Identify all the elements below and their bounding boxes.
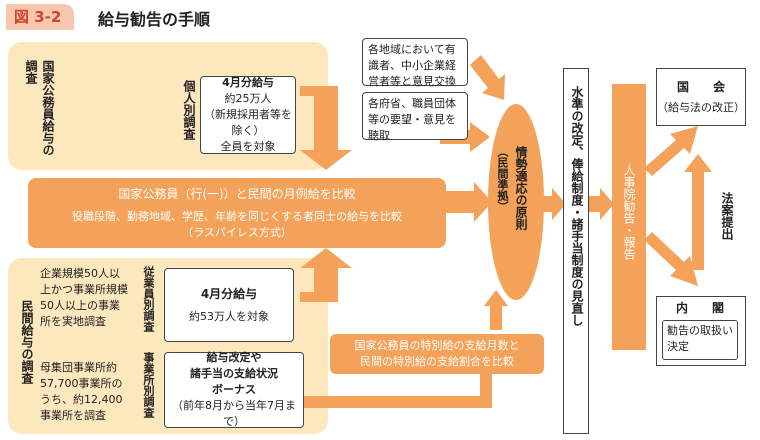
private-box2-line-2: 諸手当の支給状況 [190, 367, 278, 380]
arrow-national-down [300, 86, 352, 170]
arrow-principle-right [540, 188, 566, 220]
arrow-to-cabinet [644, 232, 698, 286]
national-survey-label: 国家公務員給与の調査 [24, 60, 55, 156]
comparison-title: 国家公務員（行(一)）と民間の月例給を比較 [118, 186, 356, 201]
special-line-1: 国家公務員の特別給の支給月数と [354, 339, 520, 352]
principle-main: 情勢適応の原則 [514, 146, 528, 230]
private-survey-label: 民間給与の調査 [20, 300, 34, 384]
input-box-ministries: 各府省、職員団体等の要望・意見を聴取 [362, 92, 468, 142]
arrow-special-up [484, 290, 508, 330]
special-line-2: 民間の特別給の支給割合を比較 [360, 355, 514, 368]
figure-number: 図 3-2 [6, 4, 74, 30]
arrow-private-up [300, 248, 352, 302]
arrow-to-diet [644, 126, 698, 176]
principle-ellipse [488, 104, 544, 300]
arrow-bracket [302, 374, 492, 408]
private-box2-line-1: 給与改定や [206, 351, 262, 364]
national-box-line-2: 約25万人 [224, 92, 272, 105]
private-box-2: 給与改定や 諸手当の支給状況 ボーナス （前年8月から当年7月まで） [164, 351, 304, 428]
recommendation-text: 人事院勧告・報告 [622, 164, 636, 260]
private-box2-line-3: ボーナス [212, 383, 256, 396]
national-survey-box: 4月分給与 約25万人 （新規採用者等を除く） 全員を対象 [200, 76, 296, 154]
national-method-label: 個人別調査 [182, 80, 196, 140]
recommendation-box [612, 84, 646, 350]
diet-box: 国 会 （給与法の改正） [656, 68, 746, 126]
arrow-revision-right [587, 188, 614, 220]
diet-title: 国 会 [676, 79, 725, 94]
input-box-regional: 各地域において有識者、中小企業経営者等と意見交換 [362, 38, 468, 88]
private-box1-line-2: 約53万人を対象 [189, 309, 269, 323]
cabinet-title: 内 閣 [676, 301, 725, 315]
principle-sub: （民間準拠） [496, 146, 509, 212]
private-desc-1: 企業規模50人以上かつ事業所規模50人以上の事業所を実地調査 [40, 267, 128, 328]
arrow-input1 [470, 55, 505, 100]
national-box-line-4: 全員を対象 [220, 140, 276, 153]
arrow-bill-up [684, 154, 712, 270]
private-box1-line-1: 4月分給与 [200, 286, 258, 301]
private-method-2: 事業所別調査 [142, 352, 155, 418]
private-box-1: 4月分給与 約53万人を対象 [164, 268, 294, 342]
private-box2-line-4: （前年8月から当年7月まで） [172, 399, 296, 428]
private-method-1: 従業員別調査 [142, 266, 155, 332]
revision-text: 水準の改定、俸給制度・諸手当制度の見直し [570, 86, 584, 326]
national-box-line-3: （新規採用者等を除く） [204, 108, 292, 137]
cabinet-sub: 勧告の取扱い決定 [662, 320, 738, 360]
private-desc-2: 母集団事業所約57,700事業所のうち、約12,400事業所を調査 [40, 361, 123, 422]
diagram-title: 給与勧告の手順 [98, 10, 211, 29]
comparison-band: 国家公務員（行(一)）と民間の月例給を比較 役職段階、勤務地域、学歴、年齢を同じ… [28, 178, 446, 248]
revision-box [563, 68, 589, 434]
comparison-line-1: 役職段階、勤務地域、学歴、年齢を同じくする者同士の給与を比較 [72, 209, 402, 223]
special-band: 国家公務員の特別給の支給月数と 民間の特別給の支給割合を比較 [330, 334, 544, 374]
comparison-line-2: （ラスパイレス方式） [182, 225, 292, 239]
bill-submission-label: 法案提出 [720, 192, 734, 240]
national-box-line-1: 4月分給与 [222, 76, 274, 89]
diet-sub: （給与法の改正） [657, 100, 745, 114]
arrow-band-right [446, 182, 492, 222]
